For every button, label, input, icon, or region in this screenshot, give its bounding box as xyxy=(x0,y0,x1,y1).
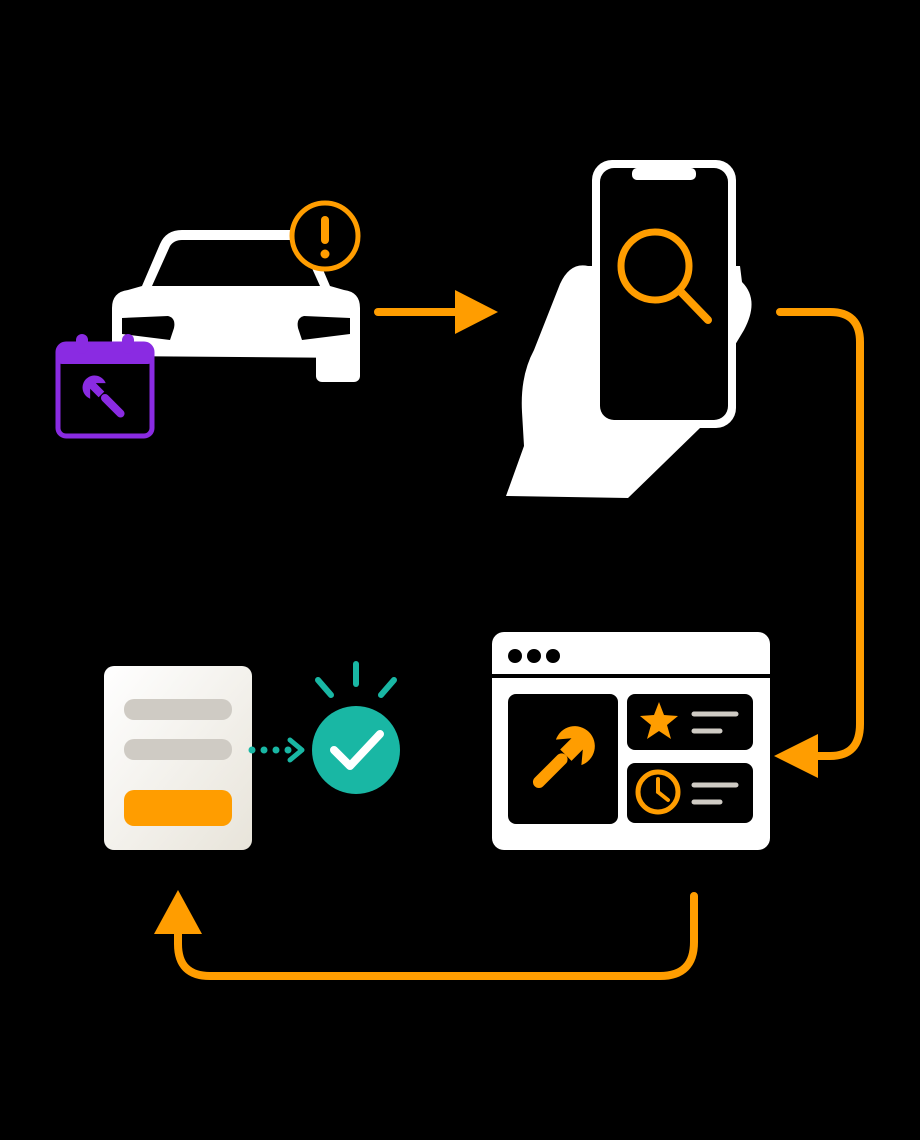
car-headlight-left xyxy=(122,316,175,340)
step-booking-form xyxy=(104,661,400,850)
browser-window-icon xyxy=(492,632,770,850)
search-icon xyxy=(617,228,712,324)
car-icon xyxy=(112,230,360,382)
clock-row-lines xyxy=(691,782,739,805)
step-car-issue xyxy=(55,200,361,439)
burst-line-right xyxy=(378,677,397,698)
alert-icon xyxy=(289,200,361,272)
wrench-icon xyxy=(532,726,595,789)
calendar-wrench-icon xyxy=(55,334,155,439)
calendar-wrench-glyph xyxy=(82,375,125,418)
step-search-phone xyxy=(506,160,752,498)
form-submit-button xyxy=(124,790,232,826)
star-row-lines xyxy=(691,711,739,734)
step-service-listing xyxy=(492,632,770,850)
clock-icon xyxy=(635,769,681,815)
arrow-listing-to-form xyxy=(154,890,698,980)
form-icon xyxy=(104,666,252,850)
burst-line-left xyxy=(315,677,334,698)
arrow-car-to-phone xyxy=(374,290,498,334)
star-icon xyxy=(640,702,678,739)
car-wheel-right xyxy=(316,350,360,382)
form-field-1 xyxy=(124,699,232,720)
check-circle-icon xyxy=(312,661,400,794)
form-field-2 xyxy=(124,739,232,760)
phone-icon xyxy=(592,160,736,428)
arrow-phone-to-listing xyxy=(774,308,864,778)
car-headlight-right xyxy=(297,316,350,340)
car-windshield xyxy=(152,240,320,286)
dotted-arrow-to-check xyxy=(248,737,305,763)
